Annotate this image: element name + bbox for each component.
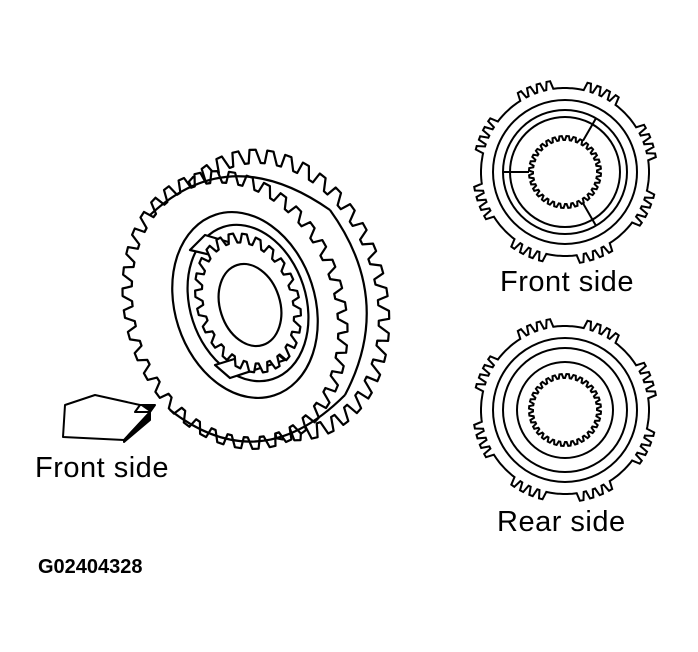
gear-outline xyxy=(527,134,603,210)
front-direction-arrow xyxy=(62,394,156,443)
hub-side-edge-top xyxy=(149,175,331,216)
hub-bore xyxy=(217,262,283,348)
top-view-label: Front side xyxy=(500,266,634,298)
hub-front-view xyxy=(473,80,657,264)
gear-outline xyxy=(527,372,603,448)
bottom-view-label: Rear side xyxy=(497,506,626,538)
main-front-side-label: Front side xyxy=(35,452,169,484)
hub-inner-rim-2 xyxy=(186,223,310,383)
rear-view-spline xyxy=(527,372,603,448)
spoke-line xyxy=(582,202,597,227)
front-view-spokes xyxy=(503,117,597,227)
front-view-spline xyxy=(527,134,603,210)
spoke-line xyxy=(582,117,597,142)
hub-rear-view xyxy=(473,318,657,502)
hub-side-edge-bottom xyxy=(169,394,346,443)
hub-side-edge-right xyxy=(329,209,368,396)
synchronizer-hub-perspective xyxy=(121,148,391,450)
figure-code: G02404328 xyxy=(38,556,143,578)
